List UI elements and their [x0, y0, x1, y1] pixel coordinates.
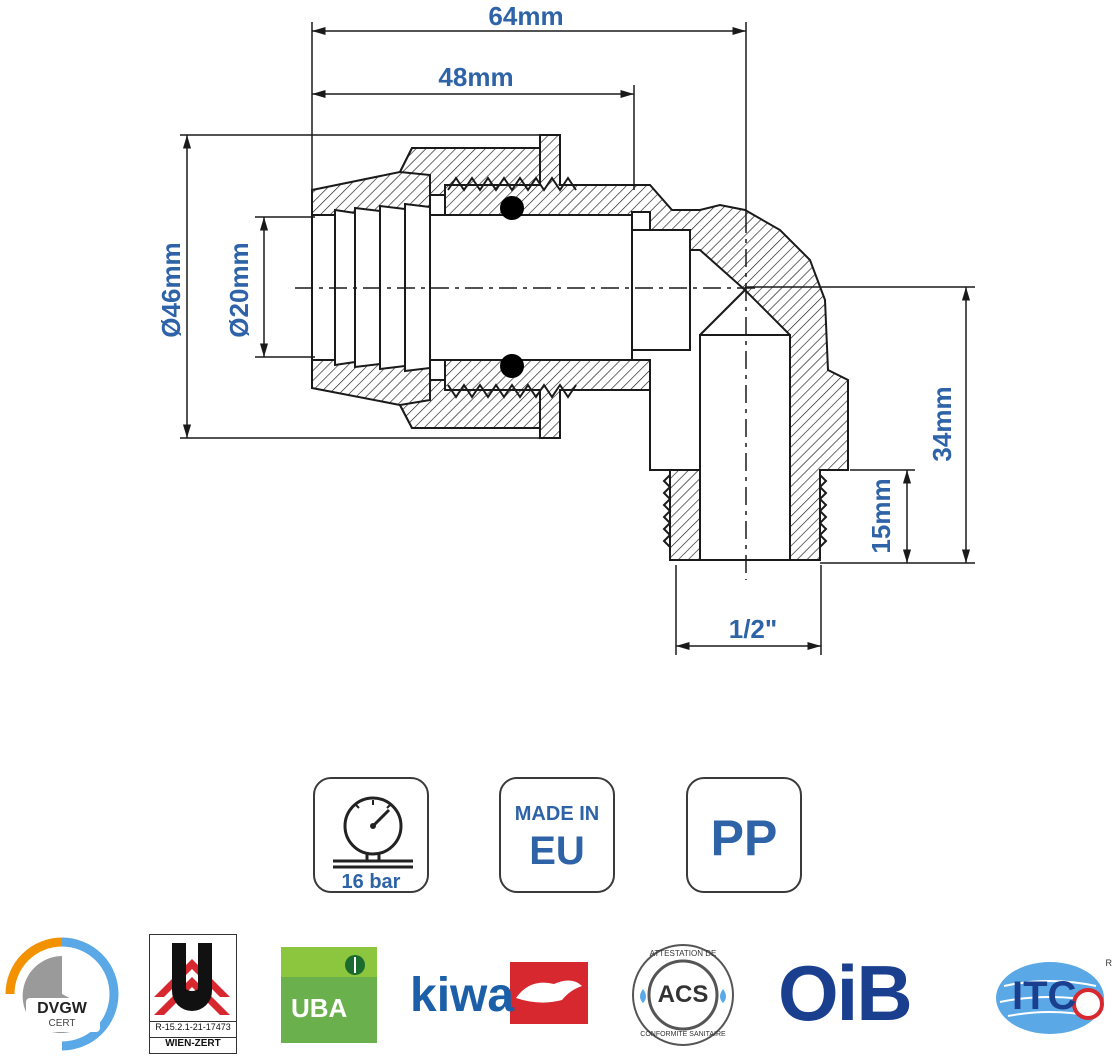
acs-ring-top: ATTESTATION DE	[649, 949, 717, 958]
centre-lines	[295, 215, 755, 580]
itc-name: ITC	[1012, 974, 1077, 1018]
itc-logo: ITC R	[994, 958, 1112, 1038]
technical-drawing: 64mm 48mm Ø46mm Ø20mm 34mm 15mm 1/2"	[156, 1, 975, 655]
acs-name: ACS	[657, 981, 709, 1008]
dim-thread-size: 1/2"	[729, 614, 777, 644]
pressure-label: 16 bar	[341, 871, 401, 893]
oib-name: OiB	[778, 949, 913, 1037]
thread-teeth-bottom	[447, 383, 577, 399]
uba-logo: UBA	[281, 947, 377, 1043]
itc-registered-mark: R	[1105, 958, 1113, 968]
dim-pipe-diameter: Ø20mm	[224, 242, 254, 337]
dim-thread-length: 15mm	[866, 478, 896, 553]
kiwa-logo: kiwa	[410, 962, 590, 1026]
dim-overall-length: 64mm	[488, 1, 563, 31]
pressure-gauge-icon	[333, 796, 413, 869]
male-thread-right	[818, 474, 828, 548]
wien-zert-logo: R-15.2.1-21-17473 WIEN-ZERT	[149, 934, 237, 1054]
kiwa-name: kiwa	[410, 969, 515, 1022]
dvgw-name: DVGW	[37, 1000, 87, 1017]
pressure-badge: 16 bar	[313, 777, 429, 893]
dimension-lines	[180, 22, 975, 655]
uba-name: UBA	[291, 993, 348, 1023]
material-label: PP	[710, 810, 778, 866]
made-in-label: MADE IN	[514, 803, 600, 825]
dim-body-length: 48mm	[438, 62, 513, 92]
dvgw-logo: DVGW CERT	[4, 936, 120, 1052]
wien-zert-code: R-15.2.1-21-17473	[150, 1021, 236, 1032]
dim-height: 34mm	[927, 386, 957, 461]
wien-zert-name: WIEN-ZERT	[150, 1037, 236, 1049]
male-thread-left	[662, 474, 672, 548]
o-ring-top	[500, 196, 524, 220]
thread-teeth-top	[447, 176, 577, 192]
material-badge: PP	[686, 777, 802, 893]
acs-ring-bottom: CONFORMITÉ SANITAIRE	[640, 1031, 726, 1038]
acs-logo: ATTESTATION DE ACS CONFORMITÉ SANITAIRE	[627, 939, 739, 1051]
made-in-eu-badge: MADE IN EU	[499, 777, 615, 893]
oib-logo: OiB	[778, 949, 948, 1037]
o-ring-bottom	[500, 354, 524, 378]
uba-leaf-icon	[345, 955, 365, 975]
inner-bore	[429, 214, 791, 561]
eu-label: EU	[529, 829, 585, 873]
dvgw-sub: CERT	[48, 1018, 76, 1029]
kiwa-animal-icon	[516, 980, 582, 1003]
dim-outer-diameter: Ø46mm	[156, 242, 186, 337]
